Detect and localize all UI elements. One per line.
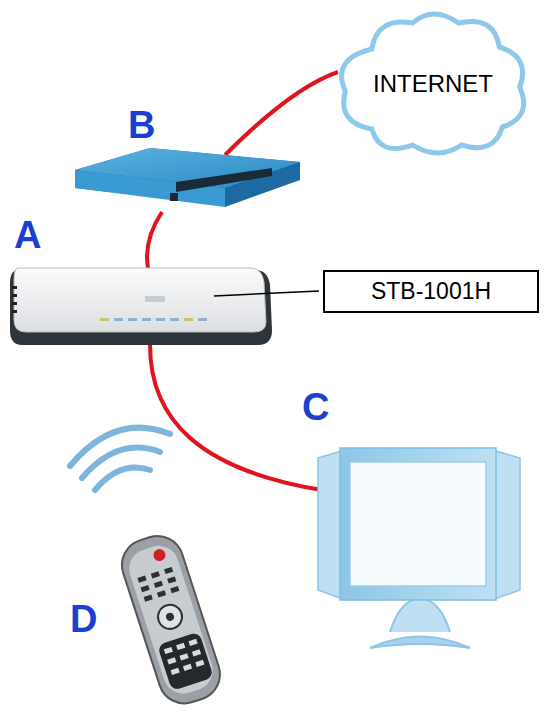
cloud-node: INTERNET	[331, 9, 535, 159]
leader-line	[214, 291, 319, 296]
node-text: STB-1001H	[371, 278, 491, 305]
callout-letter: B	[128, 106, 155, 144]
remote-control	[70, 428, 227, 710]
television	[318, 448, 520, 648]
modem	[75, 148, 300, 207]
callout-letter: D	[70, 600, 97, 638]
set-top-box	[10, 268, 272, 345]
model-box: STB-1001H	[323, 270, 539, 313]
cable	[150, 345, 322, 490]
callout-letter: C	[302, 388, 329, 426]
cable	[225, 72, 338, 155]
node-text: INTERNET	[373, 70, 493, 98]
cable	[147, 212, 162, 268]
callout-letter: A	[14, 216, 41, 254]
